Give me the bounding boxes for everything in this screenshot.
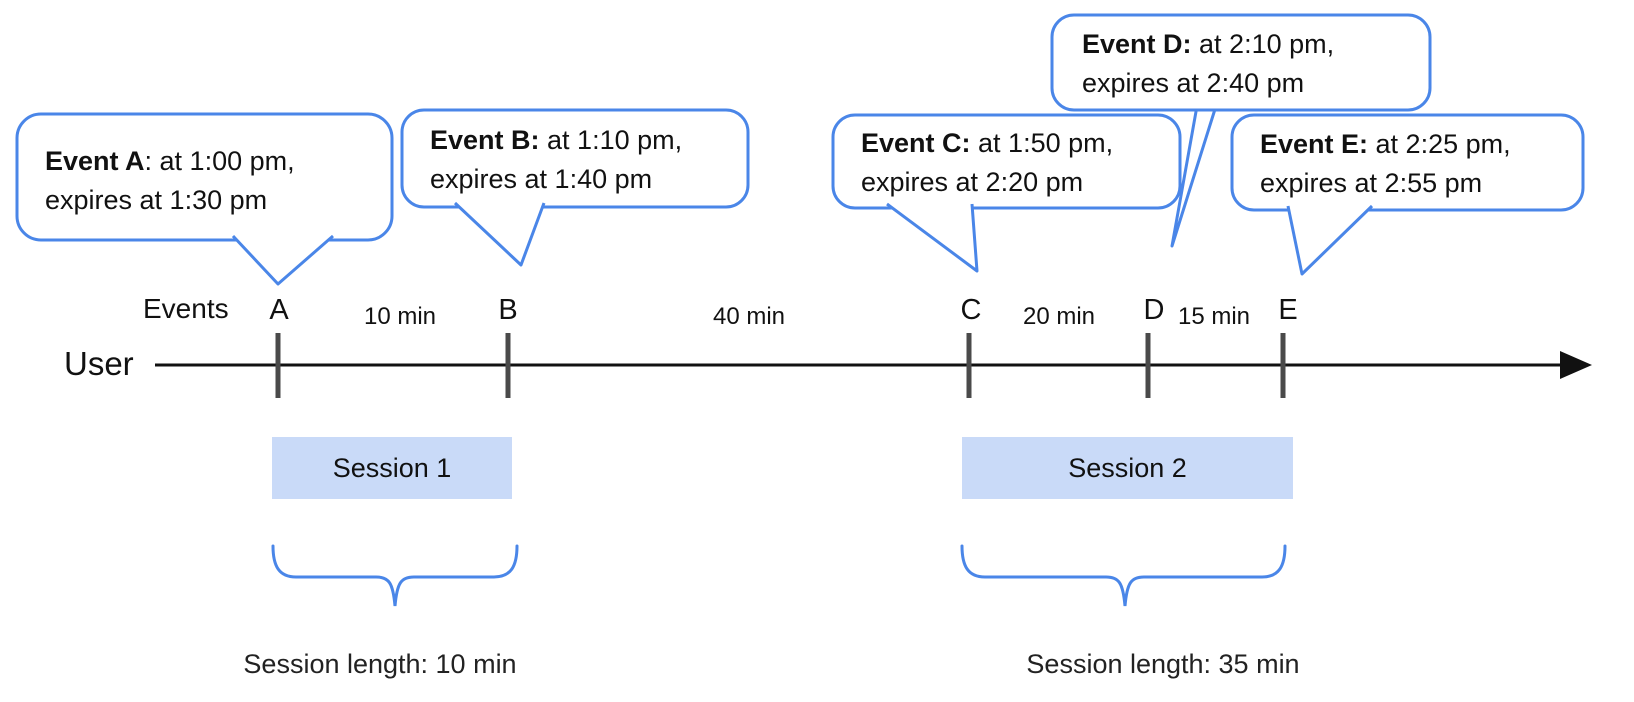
event-d-title: Event D: [1082, 29, 1192, 59]
interval-c-d: 20 min [1022, 303, 1096, 330]
event-e-expiry: expires at 2:55 pm [1260, 168, 1483, 198]
session-1-label: Session 1 [332, 452, 452, 483]
bubble-event-d-tail [1170, 105, 1218, 248]
event-c-time: at 1:50 pm, [970, 128, 1114, 158]
session-1-brace [271, 544, 519, 607]
event-d-expiry: expires at 2:40 pm [1082, 68, 1305, 98]
interval-a-b: 10 min [363, 303, 437, 330]
bubble-event-e-tail [1286, 204, 1374, 276]
bubble-event-b-tail [453, 201, 546, 267]
event-e-time: at 2:25 pm, [1368, 129, 1511, 159]
event-a-expiry: expires at 1:30 pm [45, 185, 268, 215]
bubble-event-a-tail [231, 234, 334, 286]
event-c-expiry: expires at 2:20 pm [861, 167, 1084, 197]
event-b-expiry: expires at 1:40 pm [430, 164, 653, 194]
event-a-bubble-text: Event A: at 1:00 pm, expires at 1:30 pm [45, 142, 295, 220]
session-1-length-label: Session length: 10 min [243, 649, 517, 679]
event-marker-c: C [960, 294, 982, 326]
event-a-time: : at 1:00 pm, [144, 146, 295, 176]
bubble-event-a [15, 112, 394, 242]
event-d-bubble-text: Event D: at 2:10 pm, expires at 2:40 pm [1082, 25, 1334, 103]
event-e-title: Event E: [1260, 129, 1369, 159]
events-axis-label: Events [143, 293, 229, 324]
bubble-event-e [1230, 113, 1585, 212]
event-c-title: Event C: [861, 128, 971, 158]
bubble-event-c [831, 113, 1182, 210]
event-a-title: Event A [45, 146, 145, 176]
session-2-length-label: Session length: 35 min [1026, 649, 1300, 679]
bubble-event-b [400, 108, 750, 209]
interval-d-e: 15 min [1177, 303, 1251, 330]
event-marker-b: B [498, 294, 518, 326]
event-marker-d: D [1143, 294, 1165, 326]
event-c-bubble-text: Event C: at 1:50 pm, expires at 2:20 pm [861, 124, 1113, 202]
bubble-event-c-tail [886, 202, 979, 273]
event-marker-a: A [269, 294, 289, 326]
event-b-bubble-text: Event B: at 1:10 pm, expires at 1:40 pm [430, 121, 682, 199]
event-d-time: at 2:10 pm, [1191, 29, 1335, 59]
session-2-box [962, 437, 1293, 499]
timeline-arrowhead-icon [1560, 351, 1592, 379]
user-axis-label: User [64, 345, 134, 382]
event-b-title: Event B: [430, 125, 540, 155]
session-2-brace [960, 544, 1287, 607]
event-b-time: at 1:10 pm, [539, 125, 683, 155]
session-1-box [272, 437, 512, 499]
bubble-event-d [1050, 13, 1432, 112]
interval-b-c: 40 min [712, 303, 786, 330]
event-e-bubble-text: Event E: at 2:25 pm, expires at 2:55 pm [1260, 125, 1511, 203]
session-2-label: Session 2 [1068, 452, 1187, 483]
event-marker-e: E [1278, 294, 1298, 326]
